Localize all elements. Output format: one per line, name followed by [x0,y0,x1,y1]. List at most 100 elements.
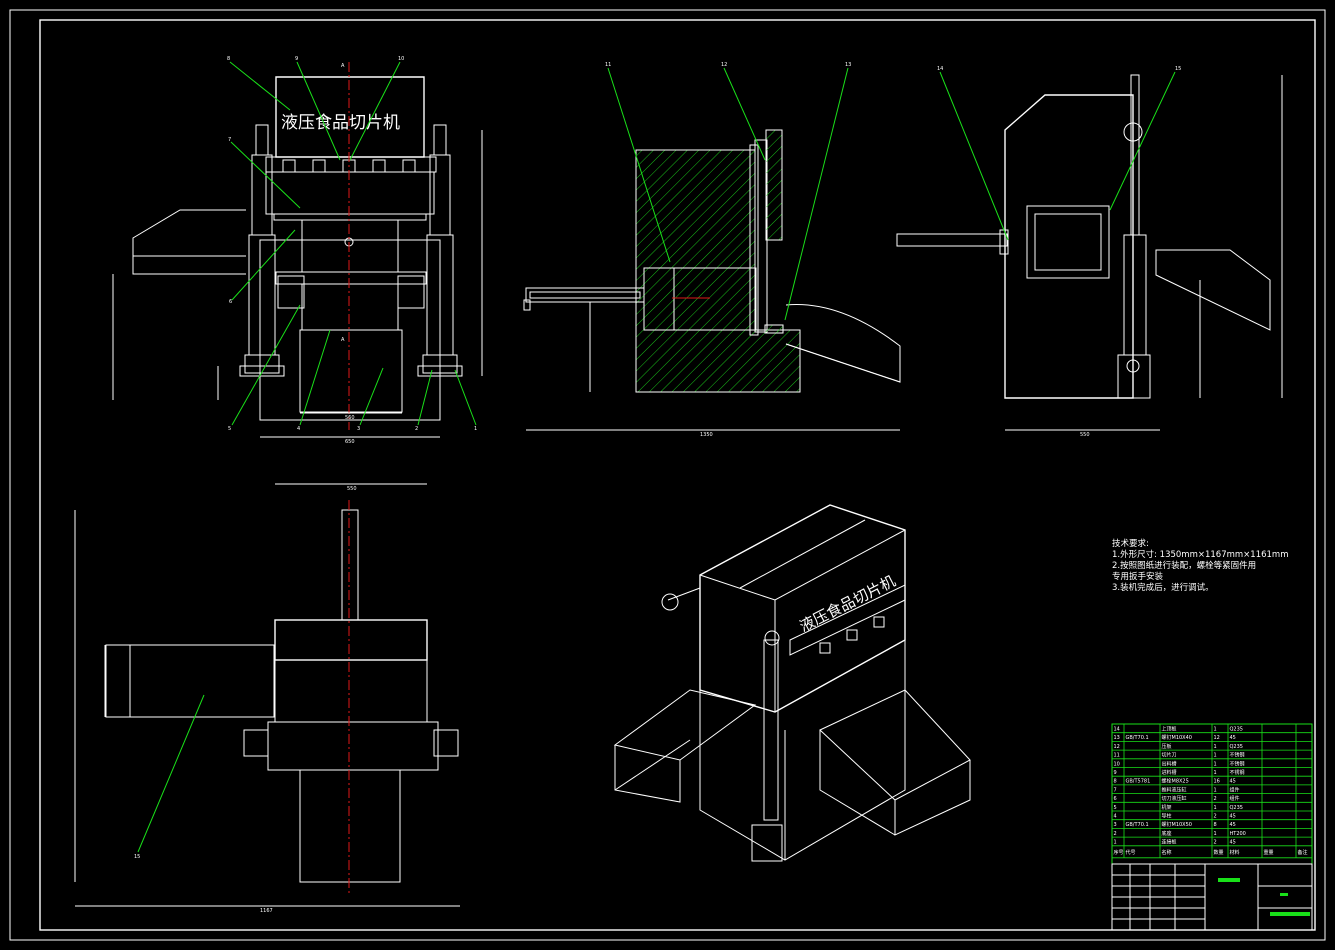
bom-header-qty: 数量 [1214,849,1224,856]
bom-cell-no: 1 [1114,840,1117,846]
tech-line-4: 3.装机完成后，进行调试。 [1112,582,1214,593]
tech-heading: 技术要求: [1112,538,1149,549]
outer-border [9,9,1326,941]
bom-cell-no: 2 [1114,831,1117,837]
bom-cell-name: 连接板 [1162,839,1177,846]
svg-text:13: 13 [845,62,851,68]
svg-text:15: 15 [1175,66,1181,72]
bom-cell-name: 出料槽 [1162,760,1177,767]
svg-text:5: 5 [228,426,231,432]
bom-cell-mat: 45 [1230,840,1236,846]
bom-cell-no: 13 [1114,735,1120,741]
bom-cell-mat: 不锈钢 [1230,752,1245,759]
svg-text:2: 2 [415,426,418,432]
bom-cell-mat: Q235 [1230,727,1243,733]
bom-cell-no: 11 [1114,753,1120,759]
bom-header-mat: 材料 [1230,849,1240,856]
top-view: 550 1167 [74,483,460,914]
bom-cell-name: 切刀液压缸 [1162,795,1187,802]
bom-cell-no: 9 [1114,770,1117,776]
svg-text:1: 1 [474,426,477,432]
bom-cell-mat: Q235 [1230,744,1243,750]
svg-text:A: A [341,63,345,69]
svg-text:9: 9 [295,56,298,62]
svg-text:14: 14 [937,66,943,72]
bom-cell-qty: 16 [1214,779,1220,785]
dim-front-inner: 560 [345,415,355,421]
bom-cell-mat: 不锈钢 [1230,769,1245,776]
bom-cell-qty: 1 [1214,787,1217,793]
svg-text:8: 8 [227,56,230,62]
bom-cell-no: 6 [1114,796,1117,802]
bom-cell-mat: 45 [1230,822,1236,828]
bom-cell-name: 导柱 [1162,813,1172,820]
bom-cell-no: 10 [1114,761,1120,767]
bom-cell-qty: 1 [1214,744,1217,750]
tech-requirements: 技术要求: 1.外形尺寸: 1350mm×1167mm×1161mm 2.按照图… [1112,538,1289,593]
dim-top-width: 550 [347,486,357,492]
dim-side-length: 1350 [700,432,713,438]
bom-cell-no: 5 [1114,805,1117,811]
bom-cell-name: 螺钉M10X50 [1162,821,1192,828]
bom-cell-no: 3 [1114,822,1117,828]
bom-cell-name: 切片刀 [1162,752,1177,759]
bom-cell-code: GB/T5781 [1126,779,1151,785]
bom-cell-name: 上顶板 [1162,726,1177,733]
front-title: 液压食品切片机 [281,113,400,133]
bom-cell-mat: 不锈钢 [1230,760,1245,767]
bom-cell-qty: 1 [1214,805,1217,811]
bom-header-code: 代号 [1126,849,1136,856]
bom-cell-qty: 1 [1214,753,1217,759]
bom-cell-mat: Q235 [1230,805,1243,811]
bom-cell-name: 螺栓M8X25 [1162,778,1189,785]
dim-top-length: 1167 [260,908,273,914]
svg-text:12: 12 [721,62,727,68]
bom-cell-name: 底座 [1162,830,1172,837]
bom-cell-mat: 45 [1230,814,1236,820]
svg-text:3: 3 [357,426,360,432]
svg-text:10: 10 [398,56,404,62]
bom-cell-qty: 1 [1214,770,1217,776]
front-view: 液压食品切片机 A A [112,56,483,445]
bom-cell-no: 12 [1114,744,1120,750]
isometric-view: 液压食品切片机 [613,504,971,862]
svg-text:7: 7 [228,137,231,143]
bom-header-weight: 重量 [1264,849,1274,856]
tech-line-3: 专用扳手安装 [1112,571,1164,582]
bom-cell-no: 8 [1114,779,1117,785]
svg-text:11: 11 [605,62,611,68]
bom-cell-name: 推料液压缸 [1162,786,1187,793]
tech-line-1: 1.外形尺寸: 1350mm×1167mm×1161mm [1112,549,1289,560]
bom-cell-qty: 1 [1214,727,1217,733]
bom-cell-mat: 45 [1230,779,1236,785]
right-view: 550 14 15 [896,66,1283,438]
svg-text:A: A [341,337,345,343]
bom-cell-name: 进料槽 [1162,769,1177,776]
bom-cell-qty: 2 [1214,840,1217,846]
bom-cell-name: 压板 [1162,743,1172,750]
bom-cell-no: 4 [1114,814,1117,820]
bom-cell-qty: 12 [1214,735,1220,741]
balloon-15: 15 [134,854,140,860]
svg-text:4: 4 [297,426,300,432]
side-section-view: 1350 11 12 13 [523,62,901,438]
bom-cell-qty: 1 [1214,761,1217,767]
dim-right-width: 550 [1080,432,1090,438]
bom-cell-qty: 8 [1214,822,1217,828]
bom-header-no: 序号 [1114,849,1124,856]
bom-cell-qty: 2 [1214,796,1217,802]
iso-title: 液压食品切片机 [797,572,899,636]
bom-header-remark: 备注 [1298,849,1308,856]
bom-cell-qty: 1 [1214,831,1217,837]
bom-cell-code: GB/T70.1 [1126,822,1149,828]
title-block [1111,863,1313,931]
bom-cell-no: 14 [1114,727,1120,733]
bom-cell-code: GB/T70.1 [1126,735,1149,741]
svg-text:6: 6 [229,299,232,305]
inner-border [39,19,1316,931]
bom-cell-mat: 45 [1230,735,1236,741]
bom-cell-name: 机架 [1162,804,1172,811]
tech-line-2: 2.按照图纸进行装配，螺栓等紧固件用 [1112,560,1256,571]
